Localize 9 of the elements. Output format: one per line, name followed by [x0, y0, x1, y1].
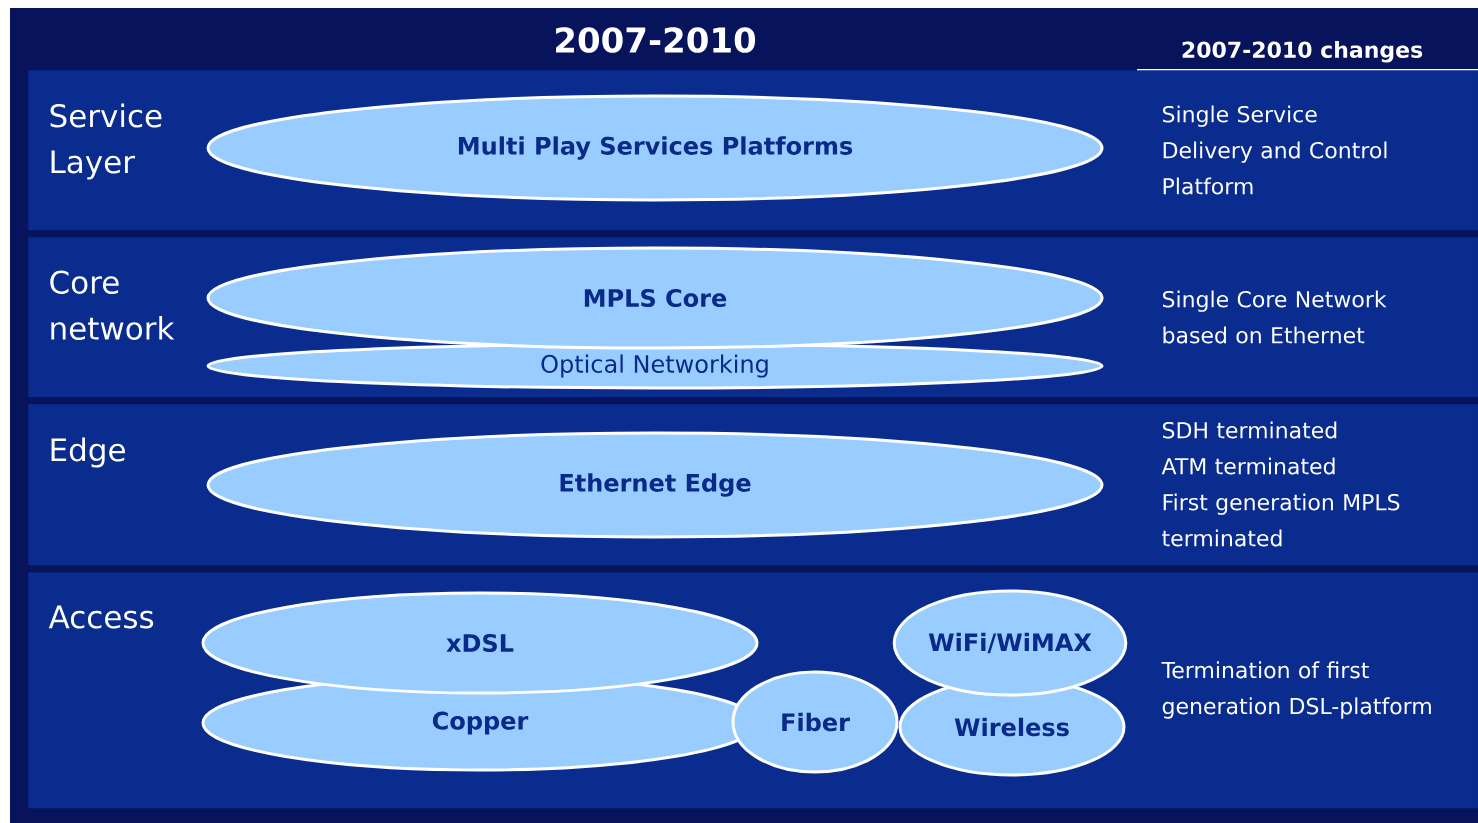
- layer-label: Edge: [51, 437, 125, 468]
- change-note: Termination of first generation DSL-platform: [1161, 661, 1431, 719]
- layer-label: Service Layer: [50, 103, 162, 180]
- layer-label: Core network: [50, 270, 175, 340]
- title: 2007-2010: [556, 27, 756, 53]
- change-note: SDH terminated ATM terminated First generation MPLS terminated: [1161, 421, 1400, 547]
- layer-label: Access: [48, 605, 154, 629]
- change-note: Single Service Delivery and Control Platform: [1163, 105, 1387, 195]
- change-note: Single Core Network based on Ethernet: [1163, 290, 1387, 344]
